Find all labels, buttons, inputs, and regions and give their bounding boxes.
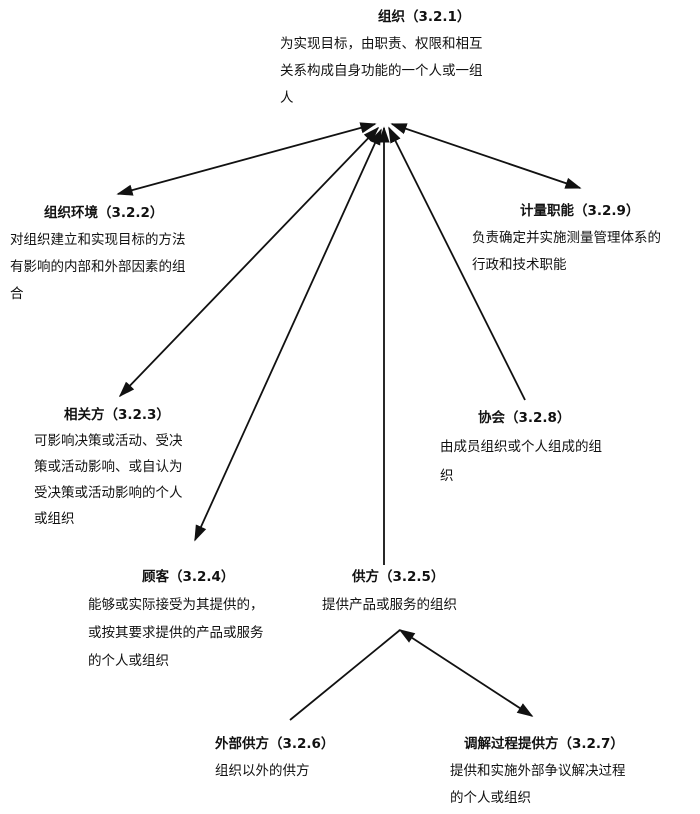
node-desc: 提供产品或服务的组织 [322,597,457,613]
node-desc: 合 [10,286,24,302]
node-desc: 负责确定并实施测量管理体系的 [472,230,661,246]
node-desc: 为实现目标，由职责、权限和相互 [280,36,483,52]
node-organization: 组织（3.2.1） 为实现目标，由职责、权限和相互 关系构成自身功能的一个人或一… [280,4,483,112]
node-desc: 的个人或组织 [88,653,169,669]
node-desc: 由成员组织或个人组成的组 [440,439,602,455]
node-desc: 受决策或活动影响的个人 [34,485,183,501]
node-title: 组织（3.2.1） [378,9,471,25]
node-desc: 提供和实施外部争议解决过程 [450,763,626,779]
node-desc: 能够或实际接受为其提供的， [88,597,264,613]
node-desc: 对组织建立和实现目标的方法 [10,232,186,248]
node-title: 协会（3.2.8） [478,410,571,426]
node-desc: 可影响决策或活动、受决 [34,433,183,449]
node-title: 相关方（3.2.3） [64,407,170,423]
node-title: 供方（3.2.5） [352,569,445,585]
node-context: 组织环境（3.2.2） 对组织建立和实现目标的方法 有影响的内部和外部因素的组 … [10,200,186,308]
line-provider-external [289,629,401,721]
node-desc: 人 [280,90,294,106]
node-desc: 关系构成自身功能的一个人或一组 [280,63,483,79]
node-desc: 组织以外的供方 [215,763,310,779]
arrow-org-customer [194,128,382,542]
arrow-provider-dispute [398,629,534,717]
node-title: 组织环境（3.2.2） [44,205,164,221]
node-provider: 供方（3.2.5） 提供产品或服务的组织 [322,563,457,619]
node-customer: 顾客（3.2.4） 能够或实际接受为其提供的， 或按其要求提供的产品或服务 的个… [88,563,264,675]
arrow-org-association [388,126,526,401]
node-external-provider: 外部供方（3.2.6） 组织以外的供方 [215,731,334,785]
node-title: 顾客（3.2.4） [142,569,235,585]
node-desc: 有影响的内部和外部因素的组 [10,259,186,275]
node-desc: 行政和技术职能 [472,257,567,273]
node-title: 计量职能（3.2.9） [520,203,640,219]
node-association: 协会（3.2.8） 由成员组织或个人组成的组 织 [440,404,602,491]
node-title: 外部供方（3.2.6） [215,736,335,752]
node-metrology: 计量职能（3.2.9） 负责确定并实施测量管理体系的 行政和技术职能 [472,198,661,279]
node-title: 调解过程提供方（3.2.7） [464,736,624,752]
node-desc: 或按其要求提供的产品或服务 [88,625,264,641]
arrow-org-context [116,122,377,196]
node-dispute-resolution-provider: 调解过程提供方（3.2.7） 提供和实施外部争议解决过程 的个人或组织 [450,731,626,812]
arrow-org-metrology [390,123,582,189]
node-desc: 的个人或组织 [450,790,531,806]
node-desc: 织 [440,468,454,484]
node-desc: 策或活动影响、或自认为 [34,459,183,475]
node-desc: 或组织 [34,511,75,527]
node-interested-party: 相关方（3.2.3） 可影响决策或活动、受决 策或活动影响、或自认为 受决策或活… [34,402,183,532]
